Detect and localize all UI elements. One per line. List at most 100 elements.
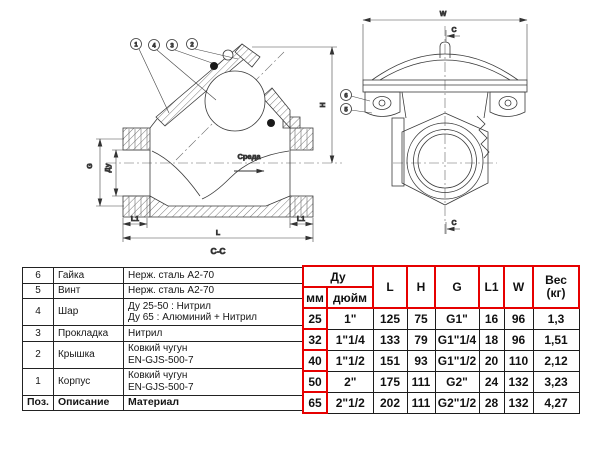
h-header: H	[406, 265, 436, 309]
dim-cell: 110	[503, 349, 534, 372]
dim-cell: 1,3	[532, 307, 580, 330]
desc-cell: Крышка	[52, 340, 124, 369]
dim-cell: 133	[372, 328, 408, 351]
dim-cell: 3,23	[532, 370, 580, 393]
dim-cell: 28	[478, 391, 505, 414]
dim-label-h: H	[320, 102, 327, 107]
dim-cell: 65	[302, 391, 328, 414]
g-header: G	[434, 265, 480, 309]
dim-cell: 2"	[326, 370, 374, 393]
pos-cell: 5	[22, 282, 54, 299]
dim-cell: 125	[372, 307, 408, 330]
dim-cell: 1"1/4	[326, 328, 374, 351]
pos-cell: 4	[22, 298, 54, 326]
dim-cell: 111	[406, 370, 436, 393]
dim-cell: 20	[478, 349, 505, 372]
callout-bubbles-left: 1 4 3 2	[130, 38, 198, 51]
dim-label-du: Ду	[105, 163, 112, 172]
pos-cell: 6	[22, 267, 54, 284]
du-header: Ду	[302, 265, 374, 288]
dim-cell: 32	[302, 328, 328, 351]
mat-cell: Нерж. сталь А2-70	[122, 282, 304, 299]
dim-label-w: W	[440, 11, 447, 18]
dim-label-l: L	[216, 230, 221, 237]
parts-row: 5 Винт Нерж. сталь А2-70	[22, 282, 304, 299]
dim-cell: 2"1/2	[326, 391, 374, 414]
dim-cell: 1"1/2	[326, 349, 374, 372]
callout-6: 6	[344, 94, 348, 100]
dim-cell: G1"	[434, 307, 480, 330]
dim-cell: 1,51	[532, 328, 580, 351]
dim-row: 65 2"1/2 202 111 G2"1/2 28 132 4,27	[302, 391, 580, 414]
dim-cell: 151	[372, 349, 408, 372]
dim-cell: 2,12	[532, 349, 580, 372]
dim-row: 25 1" 125 75 G1" 16 96 1,3	[302, 307, 580, 330]
dim-cell: 96	[503, 307, 534, 330]
parts-header-row: Поз. Описание Материал	[22, 394, 304, 411]
callout-4: 4	[152, 44, 156, 50]
mat-cell: Нитрил	[122, 325, 304, 342]
dim-cell: G1"1/4	[434, 328, 480, 351]
dim-row: 40 1"1/2 151 93 G1"1/2 20 110 2,12	[302, 349, 580, 372]
valve-technical-drawings: H G Ду L1 L1 L C-C Среда	[87, 11, 528, 256]
dim-cell: 79	[406, 328, 436, 351]
dim-row: 32 1"1/4 133 79 G1"1/4 18 96 1,51	[302, 328, 580, 351]
dim-cell: 111	[406, 391, 436, 414]
pos-header: Поз.	[22, 394, 54, 411]
weight-header: Вес(кг)	[532, 265, 580, 309]
l1-header: L1	[478, 265, 505, 309]
callout-3: 3	[170, 44, 174, 50]
dim-cell: G2"1/2	[434, 391, 480, 414]
flow-label: Среда	[237, 152, 261, 161]
dim-cell: 40	[302, 349, 328, 372]
parts-row: 3 Прокладка Нитрил	[22, 325, 304, 342]
pos-cell: 3	[22, 325, 54, 342]
dim-label-l1-right: L1	[297, 216, 305, 223]
dim-cell: 75	[406, 307, 436, 330]
section-view-drawing: H G Ду L1 L1 L C-C Среда	[87, 38, 342, 256]
dim-cell: 96	[503, 328, 534, 351]
dim-label-c-bottom: C	[451, 220, 456, 227]
desc-header: Описание	[52, 394, 124, 411]
dim-cell: 175	[372, 370, 408, 393]
mm-header: мм	[302, 286, 328, 309]
desc-cell: Шар	[52, 298, 124, 326]
dim-cell: 24	[478, 370, 505, 393]
dim-header-row-2: мм дюйм	[302, 286, 579, 309]
dim-header-row-1: Ду L H G L1 W Вес(кг)	[302, 265, 580, 309]
dim-label-l1-left: L1	[131, 216, 139, 223]
dim-cell: G1"1/2	[434, 349, 480, 372]
section-label: C-C	[210, 246, 225, 256]
pos-cell: 1	[22, 367, 54, 396]
dim-cell: 50	[302, 370, 328, 393]
dim-cell: 132	[503, 391, 534, 414]
parts-row: 6 Гайка Нерж. сталь А2-70	[22, 267, 304, 284]
callout-1: 1	[134, 43, 138, 49]
ball	[204, 70, 266, 132]
w-header: W	[503, 265, 534, 309]
callout-2: 2	[190, 43, 194, 49]
inch-header: дюйм	[326, 286, 374, 309]
l-header: L	[372, 265, 408, 309]
callout-bubbles-right: 6 5	[340, 89, 352, 115]
dim-cell: 25	[302, 307, 328, 330]
parts-list-table: 6 Гайка Нерж. сталь А2-70 5 Винт Нерж. с…	[22, 267, 304, 411]
dim-label-c-top: C	[451, 27, 456, 34]
dim-label-g: G	[87, 163, 94, 169]
desc-cell: Корпус	[52, 367, 124, 396]
end-view-drawing: W C	[340, 11, 528, 236]
pos-cell: 2	[22, 340, 54, 369]
dim-cell: 202	[372, 391, 408, 414]
dim-cell: 1"	[326, 307, 374, 330]
desc-cell: Гайка	[52, 267, 124, 284]
callout-5: 5	[344, 108, 348, 114]
mat-header: Материал	[122, 394, 304, 411]
dim-row: 50 2" 175 111 G2" 24 132 3,23	[302, 370, 580, 393]
dim-cell: G2"	[434, 370, 480, 393]
